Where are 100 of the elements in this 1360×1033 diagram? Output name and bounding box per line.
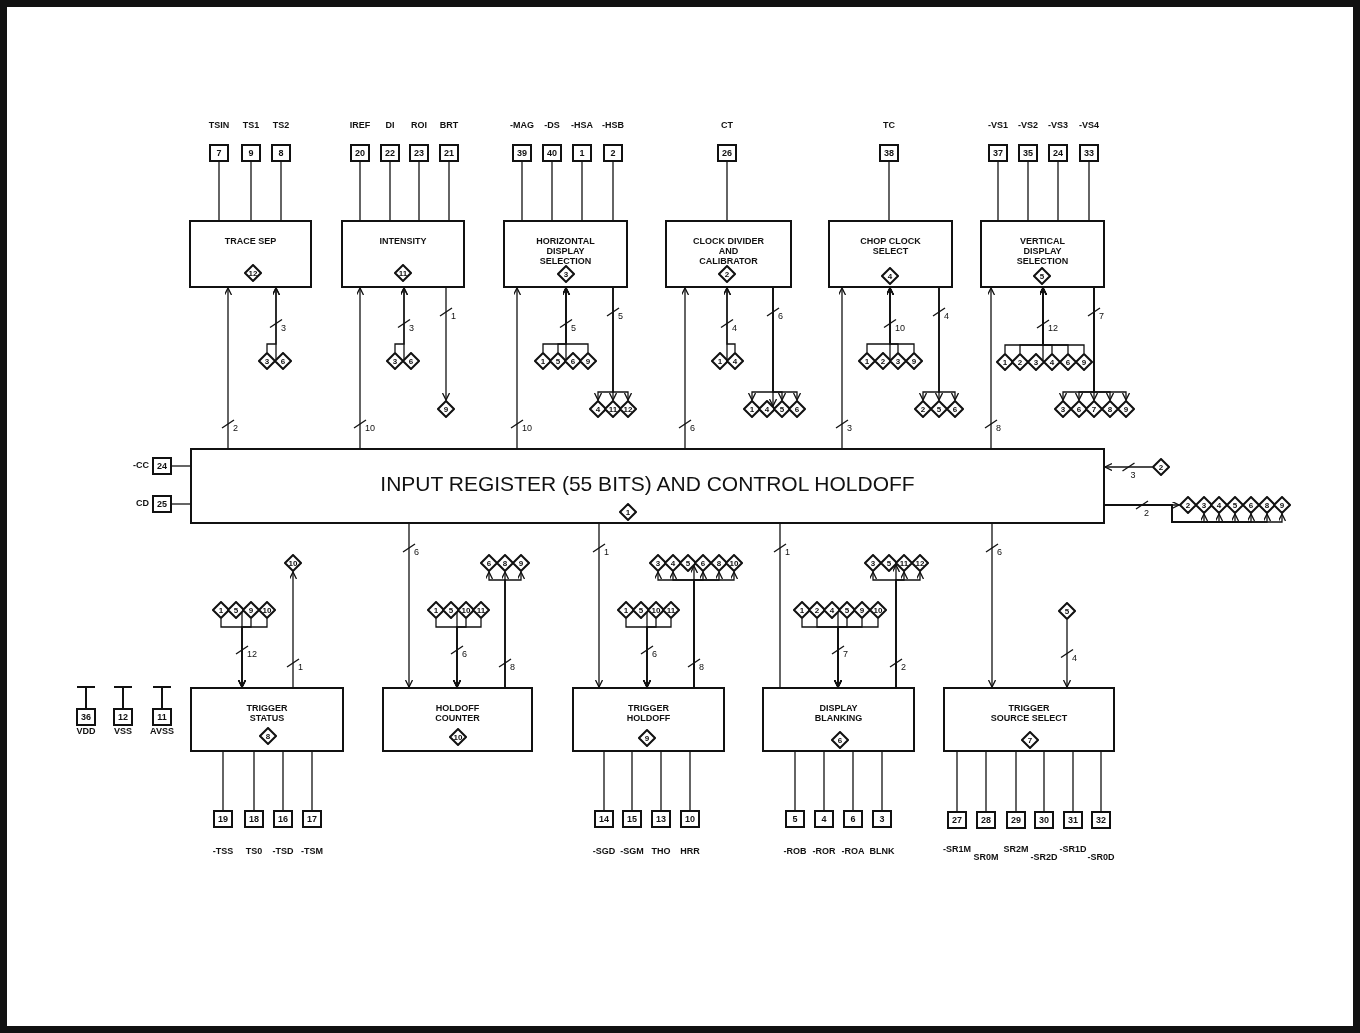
reference-diamond: 3 [258,352,276,370]
connector-line [881,751,883,811]
reference-diamond: 6 [831,731,849,749]
reference-diamond: 2 [718,265,736,283]
block-title: VERTICAL DISPLAY SELECTION [1015,236,1070,266]
pin-name: DI [385,120,395,130]
function-block [665,220,792,288]
reference-diamond: 2 [1152,458,1170,476]
connector-line [359,161,361,221]
pin-box: 1 [572,144,592,162]
pin-name: -VS1 [988,120,1008,130]
connector-line [171,465,191,467]
pin-name: TSIN [208,120,230,130]
pin-box: 7 [209,144,229,162]
block-title: TRIGGER HOLDOFF [625,703,672,723]
arrow [938,287,960,401]
arrow [986,287,996,449]
connector-line [521,161,523,221]
reference-diamond: 1 [793,601,811,619]
pin-name: VDD [76,726,96,736]
pin-box: 12 [113,708,133,726]
connector-line [956,751,958,812]
edge-label: 2 [900,662,907,672]
pin-box: 6 [843,810,863,828]
edge-label: 3 [280,322,287,333]
pin-box: 19 [213,810,233,828]
function-block [762,687,915,752]
arrow [987,523,997,688]
connector-line [171,503,191,505]
reference-diamond: 3 [889,352,907,370]
pin-name: -ROB [783,846,807,856]
pin-name: -VS2 [1018,120,1038,130]
pin-name: -HSA [571,120,593,130]
arrow [885,287,915,353]
pin-name: BLNK [869,846,895,856]
reference-diamond: 9 [1273,496,1291,514]
pin-name: AVSS [150,726,174,736]
pin-box: 8 [271,144,291,162]
pin-name: -SGM [620,846,644,856]
function-block [572,687,725,752]
function-block [382,687,533,752]
pin-box: 28 [976,811,996,829]
connector-line [779,523,781,688]
reference-diamond: 11 [394,264,412,282]
connector-line [222,751,224,811]
reference-diamond: 3 [557,265,575,283]
block-title: INTENSITY [378,236,428,246]
reference-diamond: 9 [242,601,260,619]
function-block [503,220,628,288]
pin-name: -SGD [592,846,616,856]
connector-line [985,751,987,812]
pin-box: 3 [872,810,892,828]
pin-box: 16 [273,810,293,828]
reference-diamond: 1 [858,352,876,370]
edge-label: 10 [521,423,533,433]
connector-line [1088,161,1090,221]
arrow [355,287,365,449]
reference-diamond: 3 [1027,353,1045,371]
edge-label: 10 [894,322,906,333]
pin-box: 37 [988,144,1008,162]
pin-box: 40 [542,144,562,162]
pin-name: TS1 [242,120,260,130]
pin-name: -ROA [841,846,865,856]
pin-name: VSS [114,726,132,736]
pin-box: 10 [680,810,700,828]
connector-line [448,161,450,221]
pin-box: 29 [1006,811,1026,829]
block-title: HORIZONTAL DISPLAY SELECTION [535,236,596,266]
connector-line [311,751,313,811]
arrow [271,287,281,360]
reference-diamond: 7 [1021,731,1039,749]
pin-name: -VS3 [1048,120,1068,130]
reference-diamond: 9 [579,352,597,370]
connector-line [389,161,391,221]
reference-diamond: 3 [386,352,404,370]
connector-line [280,161,282,221]
connector-line [1057,161,1059,221]
arrow [288,571,298,688]
pin-box: 32 [1091,811,1111,829]
pin-name: -SR0D [1087,852,1115,862]
connector-line [1043,751,1045,812]
reference-diamond: 11 [472,601,490,619]
pin-name: -ROR [812,846,836,856]
connector-line [253,751,255,811]
reference-diamond: 6 [694,554,712,572]
arrow [612,287,633,401]
pin-box: 27 [947,811,967,829]
pin-box: 22 [380,144,400,162]
connector-line [689,751,691,811]
function-block [980,220,1105,288]
pin-box: 2 [603,144,623,162]
arrow [1062,619,1072,688]
pin-box: 9 [241,144,261,162]
reference-diamond: 8 [1101,400,1119,418]
pin-box: 21 [439,144,459,162]
arrow [837,287,847,449]
block-title: TRACE SEP [223,236,278,246]
arrow [1104,462,1153,472]
edge-label: 6 [461,649,468,659]
pin-name: BRT [439,120,459,130]
